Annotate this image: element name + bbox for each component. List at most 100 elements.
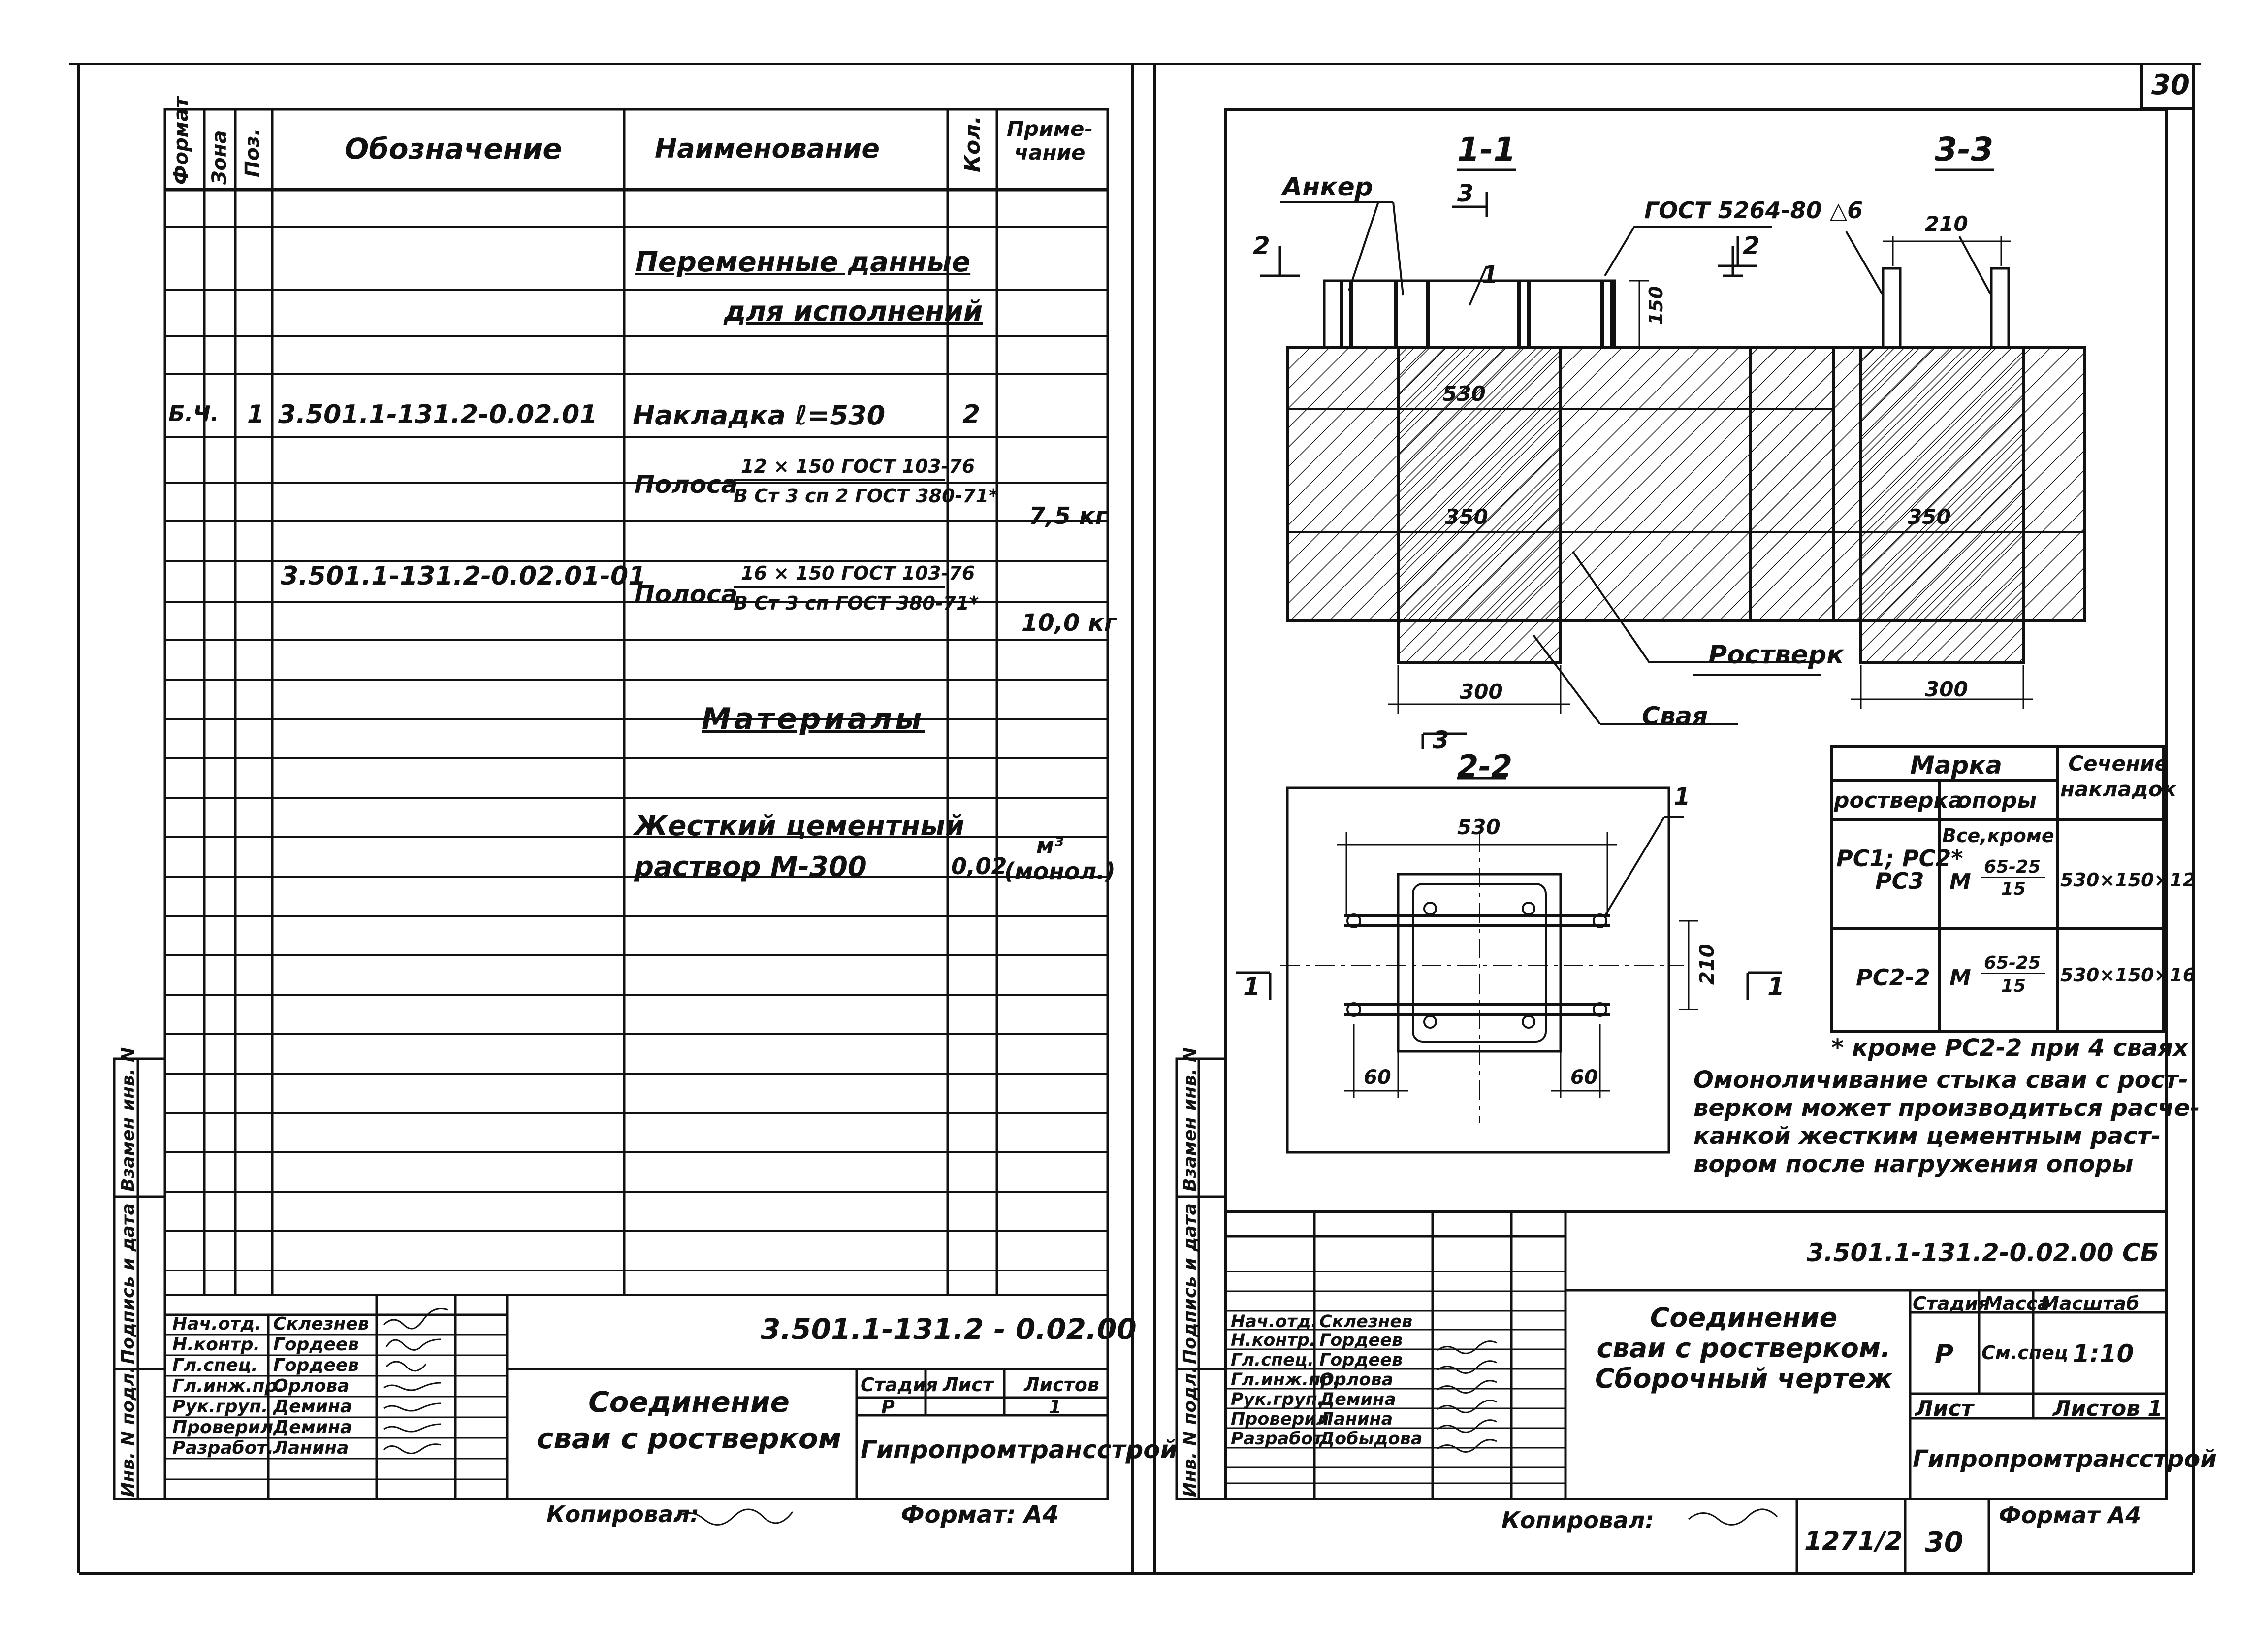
left-stage: Р [881, 1396, 895, 1418]
table-row1-opory-top: Все,кроме [1942, 825, 2054, 847]
signatures-left [383, 1308, 448, 1454]
right-code: 3.501.1-131.2-0.02.00 СБ [1807, 1238, 2159, 1267]
side-label-sign-right: Подпись и дата [1180, 1203, 1200, 1364]
header-name: Наименование [655, 133, 880, 164]
stamp-name: Добыдова [1319, 1429, 1423, 1449]
row1-qty: 2 [962, 400, 981, 429]
stamp-name: Демина [273, 1397, 352, 1417]
stamp-role: Разработ. [1231, 1429, 1330, 1449]
table-row1-M: М [1949, 869, 1971, 894]
side-label-vzamen-right: Взамен инв. N [1180, 1047, 1200, 1192]
stamp-role: Рук.груп. [1231, 1390, 1324, 1409]
row4-note-top: м³ [1036, 833, 1064, 858]
anchor-label: Анкер [1282, 172, 1373, 202]
cut-3-bottom: 3 [1433, 726, 1449, 754]
stamp-role: Гл.спец. [172, 1355, 258, 1375]
table-row2-sech: 530×150×16 [2060, 964, 2196, 986]
stamp-role: Проверил [172, 1417, 274, 1437]
right-sheet: Лист [1915, 1396, 1974, 1421]
row2-frac-line [734, 479, 945, 481]
cut-2-left: 2 [1253, 231, 1270, 260]
left-code: 3.501.1-131.2 - 0.02.00 [761, 1312, 1137, 1346]
stamp-role: Гл.инж.пр. [172, 1376, 284, 1396]
left-sheet-head: Лист [943, 1374, 993, 1396]
stamp-role: Нач.отд. [1231, 1312, 1318, 1332]
table-row2-rost: РС2-2 [1856, 964, 1930, 991]
right-copied: Копировал: [1501, 1507, 1654, 1533]
footnote: * кроме РС2-2 при 4 сваях [1831, 1034, 2189, 1062]
left-copied-signature [674, 1508, 794, 1526]
dim-210-a: 210 [1925, 212, 1968, 236]
left-title: Соединение сваи с ростверком [537, 1385, 842, 1455]
right-format: Формат А4 [1999, 1502, 2141, 1529]
table-row1-frac-bot: 15 [2001, 879, 2026, 899]
stamp-name: Склезнев [1319, 1312, 1413, 1332]
table-row2-frac-top: 65-25 [1984, 953, 2041, 973]
left-copied: Копировал: [546, 1501, 699, 1528]
plate-callout: 1 [1482, 261, 1499, 289]
row1-format: Б.Ч. [168, 401, 219, 426]
dim-210-b: 210 [1696, 944, 1719, 985]
left-sheets-head: Листов [1024, 1374, 1099, 1396]
stamp-name: Ланина [1319, 1409, 1393, 1429]
stamp-name: Гордеев [273, 1335, 359, 1355]
stamp-name: Гордеев [1319, 1350, 1403, 1370]
section-variable-1: Переменные данные [635, 246, 971, 278]
right-mass: См.спец [1981, 1342, 2069, 1364]
note-line-4: вором после нагружения опоры [1693, 1150, 2134, 1178]
left-format: Формат: А4 [901, 1501, 1059, 1529]
stamp-role: Гл.инж.пр. [1231, 1370, 1340, 1390]
plan-callout: 1 [1674, 783, 1691, 811]
right-sheets: Листов 1 [2053, 1396, 2163, 1421]
stamp-name: Гордеев [1319, 1331, 1403, 1350]
stamp-name: Орлова [1319, 1370, 1394, 1390]
right-org: Гипропромтрансстрой [1913, 1445, 2217, 1473]
gost-label: ГОСТ 5264-80 △6 [1644, 197, 1863, 224]
row3-designation: 3.501.1-131.2-0.02.01-01 [281, 561, 646, 591]
table-row1-frac-line [1981, 877, 2045, 878]
stamp-name: Демина [1319, 1390, 1396, 1409]
stamp-name: Орлова [273, 1376, 350, 1396]
left-sheets: 1 [1049, 1396, 1062, 1418]
row2-note: 7,5 кг [1029, 502, 1108, 530]
stamp-name: Демина [273, 1417, 352, 1437]
left-stage-head: Стадия [861, 1374, 938, 1396]
row4-qty: 0,02 [951, 853, 1007, 880]
note-line-3: канкой жестким цементным раст- [1693, 1122, 2161, 1150]
dim-60-b: 60 [1570, 1066, 1598, 1089]
note-line-2: верком может производиться расче- [1693, 1094, 2200, 1122]
row3-note: 10,0 кг [1022, 609, 1117, 637]
dim-60-a: 60 [1364, 1066, 1391, 1089]
table-rostverka: ростверка [1834, 788, 1963, 813]
stamp-name: Ланина [273, 1438, 349, 1458]
right-mass-head: Масса [1984, 1293, 2050, 1314]
rostverk-label: Ростверк [1708, 640, 1844, 670]
right-num: 30 [1925, 1527, 1963, 1559]
spec-table-grid [113, 108, 1109, 1500]
right-order: 1271/2 [1804, 1527, 1903, 1556]
section-3-3-label: 3-3 [1935, 130, 1994, 168]
cut-1-left: 1 [1243, 973, 1260, 1001]
section-1-1-label: 1-1 [1457, 130, 1516, 168]
right-scale-head: Масштаб [2041, 1293, 2140, 1314]
table-row1-sech: 530×150×12 [2060, 869, 2196, 891]
table-row2-frac-line [1981, 973, 2045, 974]
table-row1-rost: РС1; РС2* РС3 [1836, 845, 1963, 894]
table-row2-frac-bot: 15 [2001, 976, 2026, 996]
side-label-inv-right: Инв. N подл. [1180, 1366, 1200, 1497]
row3-frac-bot: В Ст 3 сп ГОСТ 380-71* [734, 592, 979, 614]
stamp-role: Разработ. [172, 1438, 274, 1458]
table-sechenie: Сечение накладок [2060, 751, 2177, 801]
stamp-role: Н.контр. [1231, 1331, 1316, 1350]
dim-350-b: 350 [1908, 505, 1951, 529]
row4-note-bot: (монол.) [1004, 858, 1116, 884]
dim-530-b: 530 [1457, 815, 1501, 839]
table-marka: Марка [1910, 751, 2002, 780]
stamp-role: Гл.спец. [1231, 1350, 1314, 1370]
stamp-name: Склезнев [273, 1314, 369, 1334]
row4-line1: Жесткий цементный [634, 810, 965, 842]
row2-frac-top: 12 × 150 ГОСТ 103-76 [741, 456, 975, 477]
row3-frac-line [734, 586, 945, 588]
svaya-label: Свая [1642, 702, 1708, 730]
